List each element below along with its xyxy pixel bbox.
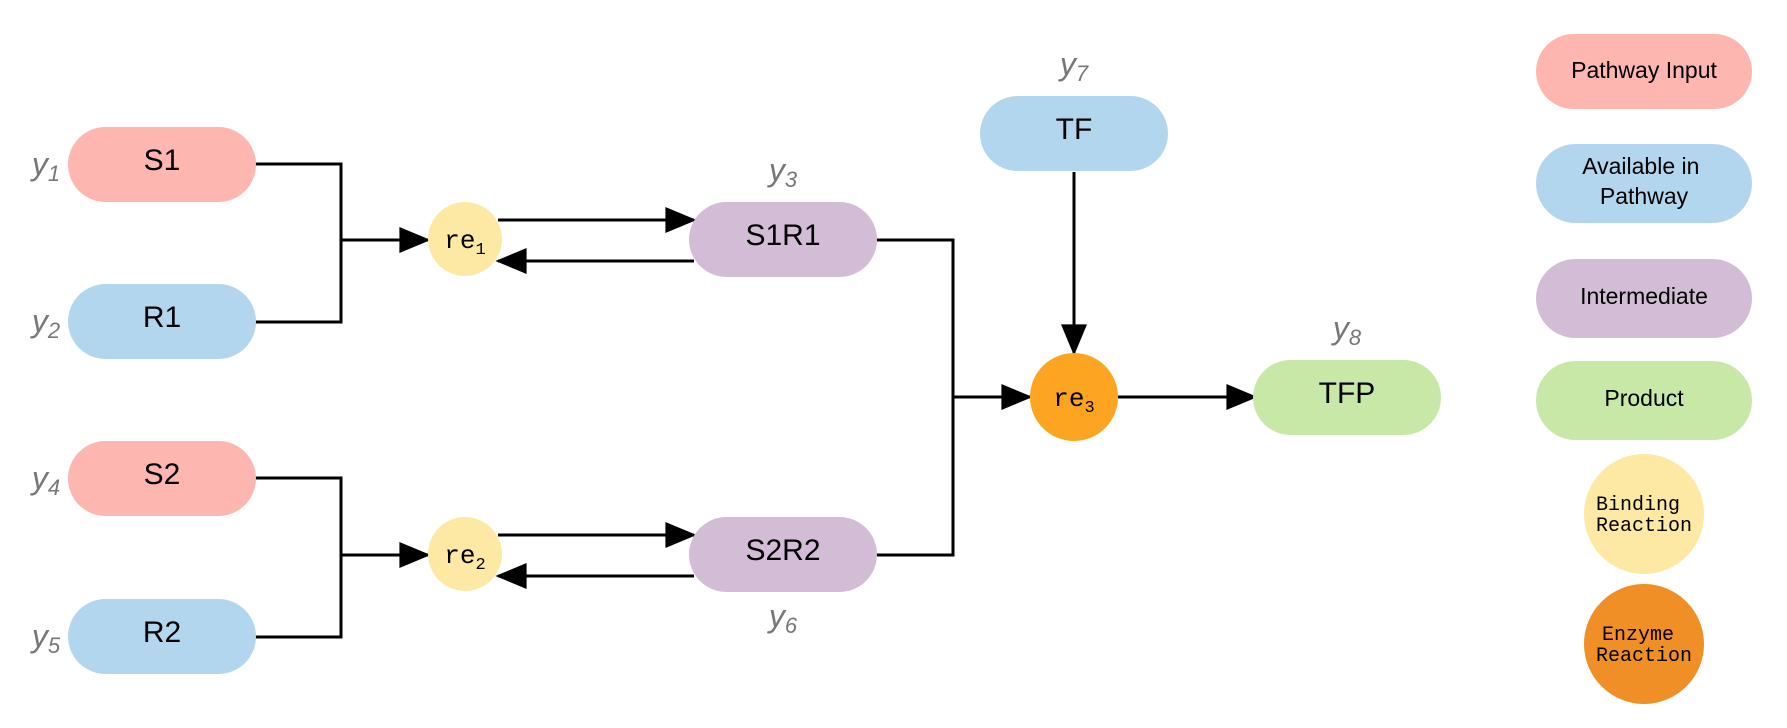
reaction-re2: re2 [428,517,502,591]
legend-pathway-input-label: Pathway Input [1571,57,1717,83]
node-tf: TF [980,96,1168,171]
var-y8: y8 [1331,310,1362,350]
var-y5: y5 [30,618,61,658]
reaction-re3: re3 [1030,353,1118,441]
node-r2: R2 [68,599,256,674]
var-y6: y6 [767,598,798,638]
legend-intermediate-swatch [1536,259,1752,338]
node-tf-label: TF [1056,113,1093,146]
legend-enzyme-reaction-swatch [1584,584,1704,704]
node-s2: S2 [68,441,256,516]
edge-s1-merge [255,162,343,240]
var-y1: y1 [30,146,60,186]
legend-binding-reaction: Binding Reaction [1584,454,1704,574]
legend-enzyme-reaction: Enzyme Reaction [1584,584,1704,704]
edge-r1-merge [255,240,343,324]
node-s1r1-label: S1R1 [745,219,820,252]
node-tfp: TFP [1253,360,1441,435]
edge-s2r2-merge [877,397,955,557]
reaction-re1-label: re1 [444,226,485,260]
var-y4: y4 [30,460,60,500]
legend-enzyme-reaction-label: Enzyme Reaction [1596,624,1692,668]
var-y2: y2 [30,303,60,343]
node-r1: R1 [68,284,256,359]
legend-product: Product [1536,361,1752,440]
edge-s2-merge [255,476,343,555]
node-tf-shape [980,96,1168,171]
var-y3: y3 [767,152,798,192]
legend-binding-reaction-label: Binding Reaction [1596,494,1692,538]
node-r2-label: R2 [143,616,181,649]
legend-pathway-input: Pathway Input [1536,34,1752,109]
node-s2r2-label: S2R2 [745,534,820,567]
edge-s1r1-merge [877,238,955,397]
legend-intermediate: Intermediate [1536,259,1752,338]
reaction-re3-label: re3 [1053,384,1094,418]
node-s2r2: S2R2 [689,517,877,592]
reaction-re1-shape [428,202,502,276]
legend-available-swatch [1536,144,1752,223]
reaction-re2-shape [428,517,502,591]
node-r1-shape [68,284,256,359]
legend-product-swatch [1536,361,1752,440]
node-s2-label: S2 [144,458,181,491]
node-s2r2-shape [689,517,877,592]
legend-binding-reaction-swatch [1584,454,1704,574]
reaction-re1: re1 [428,202,502,276]
legend-available-label: Available in Pathway [1582,153,1706,209]
node-s1-shape [68,127,256,202]
node-s2-shape [68,441,256,516]
legend-product-label: Product [1604,385,1684,411]
node-r2-shape [68,599,256,674]
legend: Pathway Input Available in Pathway Inter… [1536,34,1752,704]
reaction-re2-label: re2 [444,541,485,575]
node-tfp-shape [1253,360,1441,435]
node-s1-label: S1 [144,144,181,177]
legend-pathway-input-swatch [1536,34,1752,109]
reaction-re3-shape [1030,353,1118,441]
node-s1r1-shape [689,202,877,277]
edge-r2-merge [255,555,343,639]
node-s1r1: S1R1 [689,202,877,277]
legend-intermediate-label: Intermediate [1580,283,1708,309]
legend-available: Available in Pathway [1536,144,1752,223]
node-s1: S1 [68,127,256,202]
node-tfp-label: TFP [1319,377,1376,410]
edges [255,162,1258,639]
var-y7: y7 [1058,46,1089,86]
node-r1-label: R1 [143,301,181,334]
